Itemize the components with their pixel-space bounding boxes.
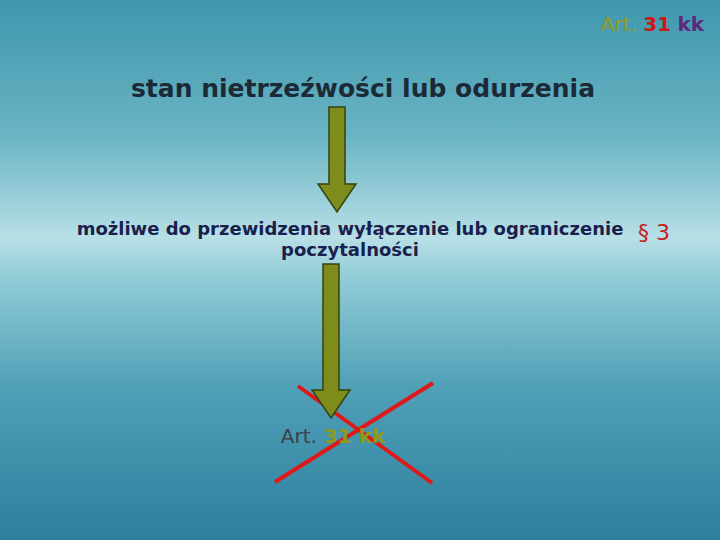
statement-text: stan nietrzeźwości lub odurzenia <box>131 74 595 103</box>
statement-node: Art. 31 kk <box>281 424 386 448</box>
text-part: kk <box>677 12 704 36</box>
cross-line <box>298 386 432 483</box>
statement-node: stan nietrzeźwości lub odurzenia <box>131 74 595 103</box>
statement-node: możliwe do przewidzenia wyłączenie lub o… <box>70 218 630 260</box>
block-arrow <box>318 107 356 212</box>
statement-text: możliwe do przewidzenia wyłączenie lub o… <box>70 218 630 260</box>
slide-title: Art. 31 kk <box>601 12 704 36</box>
text-part: 31 <box>324 424 352 448</box>
cross-line <box>275 383 433 482</box>
paragraph-mark: § 3 <box>638 220 670 245</box>
text-part: Art. <box>281 424 317 448</box>
text-part: kk <box>359 424 386 448</box>
block-arrow <box>312 264 350 418</box>
statement-text: Art. 31 kk <box>281 424 386 448</box>
text-part: Art. <box>601 12 637 36</box>
text-part: 31 <box>643 12 671 36</box>
